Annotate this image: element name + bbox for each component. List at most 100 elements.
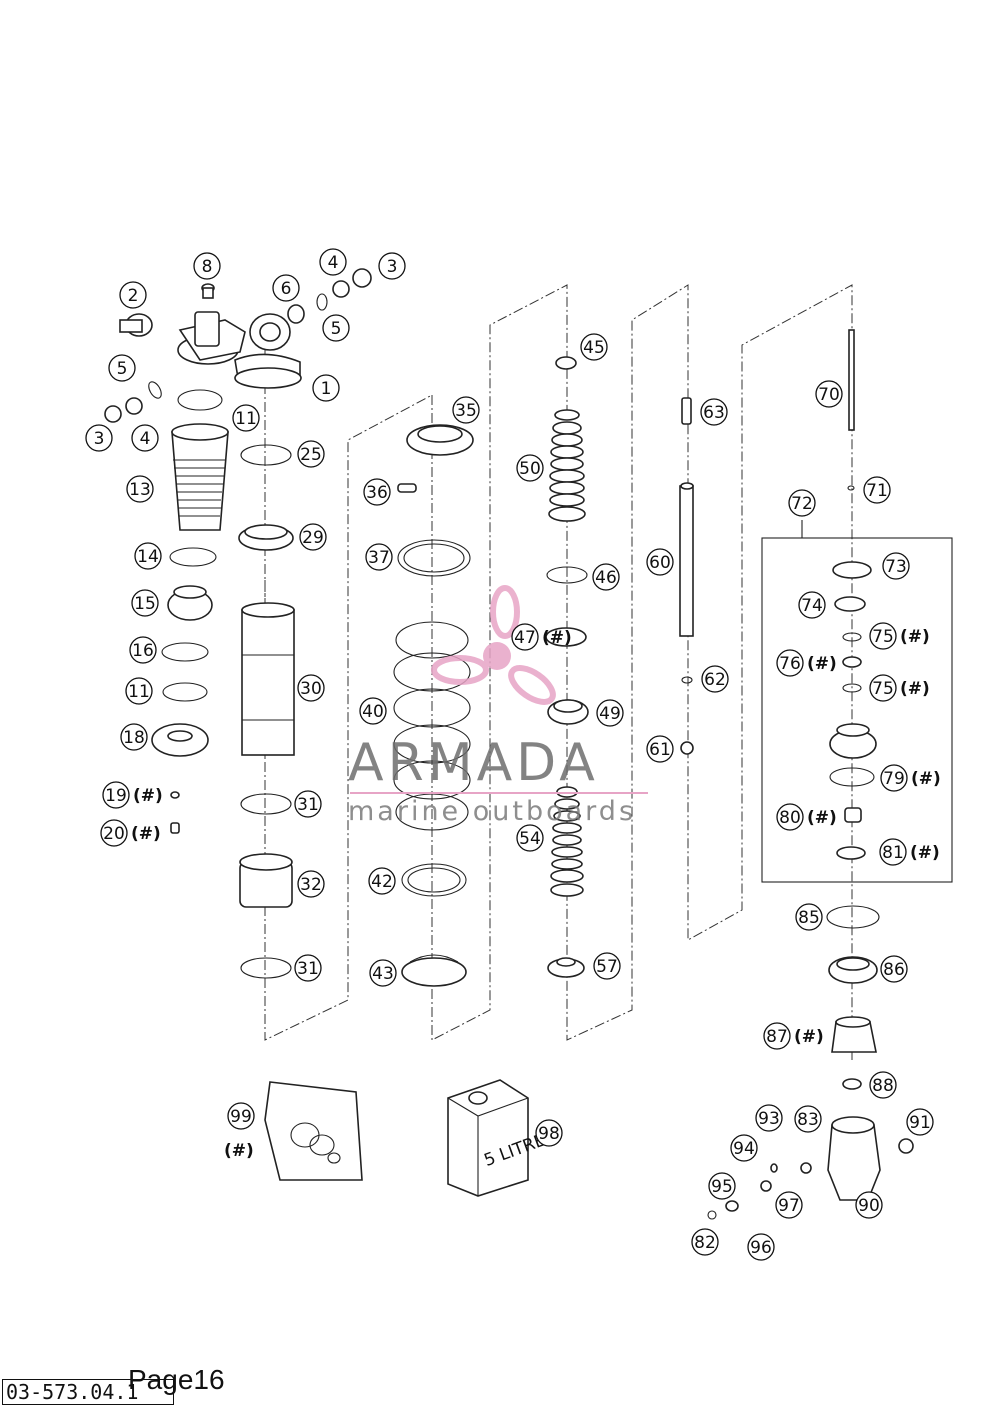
callout-circle: [879, 838, 907, 866]
callout-number: 86: [883, 960, 905, 980]
callout-number: 5: [117, 359, 128, 379]
callout-42: 42: [368, 867, 396, 895]
propeller-logo: [431, 585, 556, 705]
callout-number: 73: [885, 557, 907, 577]
callout-hash-marker: (#): [910, 843, 940, 863]
callout-circle: [516, 454, 544, 482]
callout-number: 8: [202, 257, 213, 277]
callout-number: 82: [694, 1233, 716, 1253]
callout-19: 19(#): [102, 781, 163, 809]
callout-circle: [312, 374, 340, 402]
callout-number: 3: [387, 257, 398, 277]
callout-circle: [788, 489, 816, 517]
callout-number: 72: [791, 494, 813, 514]
callout-circle: [126, 475, 154, 503]
callout-number: 85: [798, 908, 820, 928]
callout-hash-marker: (#): [807, 808, 837, 828]
watermark-title: ARMADA: [348, 733, 599, 793]
callout-circle: [85, 424, 113, 452]
callout-number: 36: [366, 483, 388, 503]
callout-circle: [798, 591, 826, 619]
callout-circle: [131, 424, 159, 452]
callout-81: 81(#): [879, 838, 940, 866]
callout-circle: [815, 380, 843, 408]
callout-circle: [795, 903, 823, 931]
callout-hash-marker: (#): [807, 654, 837, 674]
callout-number: 93: [758, 1109, 780, 1129]
callout-hash-marker: (#): [131, 824, 161, 844]
callout-4: 4: [319, 248, 347, 276]
callout-80: 80(#): [776, 803, 837, 831]
callout-57: 57: [593, 952, 621, 980]
callout-number: 98: [538, 1124, 560, 1144]
document-code: 03-573.04.1: [2, 1379, 174, 1405]
callout-number: 11: [128, 682, 150, 702]
callout-1: 1: [312, 374, 340, 402]
callout-number: 79: [883, 769, 905, 789]
callout-32: 32: [297, 870, 325, 898]
callout-circle: [322, 314, 350, 342]
callout-circle: [882, 552, 910, 580]
callout-73: 73: [882, 552, 910, 580]
callout-circle: [794, 1105, 822, 1133]
callout-circle: [708, 1172, 736, 1200]
bump-column-parts: [545, 356, 589, 978]
callout-number: 32: [300, 875, 322, 895]
oil-can: 5 LITRE: [447, 1079, 548, 1197]
callout-94: 94: [730, 1134, 758, 1162]
callout-circle: [516, 824, 544, 852]
callout-circle: [755, 1104, 783, 1132]
callout-96: 96: [747, 1233, 775, 1261]
callout-8: 8: [193, 252, 221, 280]
callout-37: 37: [365, 543, 393, 571]
callout-79: 79(#): [880, 764, 941, 792]
callout-3: 3: [85, 424, 113, 452]
callout-circle: [272, 274, 300, 302]
callout-circle: [363, 478, 391, 506]
callout-number: 31: [297, 795, 319, 815]
callout-number: 96: [750, 1238, 772, 1258]
callout-number: 5: [331, 319, 342, 339]
callout-circle: [592, 563, 620, 591]
callout-6: 6: [272, 274, 300, 302]
callout-circle: [593, 952, 621, 980]
callout-circle: [297, 870, 325, 898]
callout-circle: [134, 542, 162, 570]
callout-30: 30: [297, 674, 325, 702]
callout-circle: [535, 1119, 563, 1147]
callout-31: 31: [294, 790, 322, 818]
callout-29: 29: [299, 523, 327, 551]
callout-70: 70: [815, 380, 843, 408]
callout-46: 46: [592, 563, 620, 591]
callout-number: 87: [766, 1027, 788, 1047]
callout-circle: [297, 440, 325, 468]
right-column-parts: [707, 329, 953, 1220]
callout-number: 20: [103, 824, 125, 844]
callout-20: 20 (#): [100, 819, 161, 847]
callout-54: 54: [516, 824, 544, 852]
callout-circle: [747, 1233, 775, 1261]
callout-circle: [511, 623, 539, 651]
callout-number: 74: [801, 596, 823, 616]
callout-number: 35: [455, 401, 477, 421]
callout-number: 99: [230, 1107, 252, 1127]
callout-number: 71: [866, 481, 888, 501]
callout-number: 94: [733, 1139, 755, 1159]
callout-87: 87(#): [763, 1022, 824, 1050]
callout-72: 72: [788, 489, 816, 517]
callout-14: 14: [134, 542, 162, 570]
callout-number: 49: [599, 704, 621, 724]
callout-82: 82: [691, 1228, 719, 1256]
callout-circle: [227, 1102, 255, 1130]
callout-number: 25: [300, 445, 322, 465]
callout-number: 45: [583, 338, 605, 358]
assembly-frames: [264, 284, 853, 1060]
callout-circle: [294, 790, 322, 818]
callout-hash-marker: (#): [900, 679, 930, 699]
callout-25: 25: [297, 440, 325, 468]
callout-76: 76(#): [776, 649, 837, 677]
callout-5: 5: [108, 354, 136, 382]
second-column-parts: [238, 444, 295, 979]
watermark: ARMADA marine outboards: [348, 585, 648, 827]
